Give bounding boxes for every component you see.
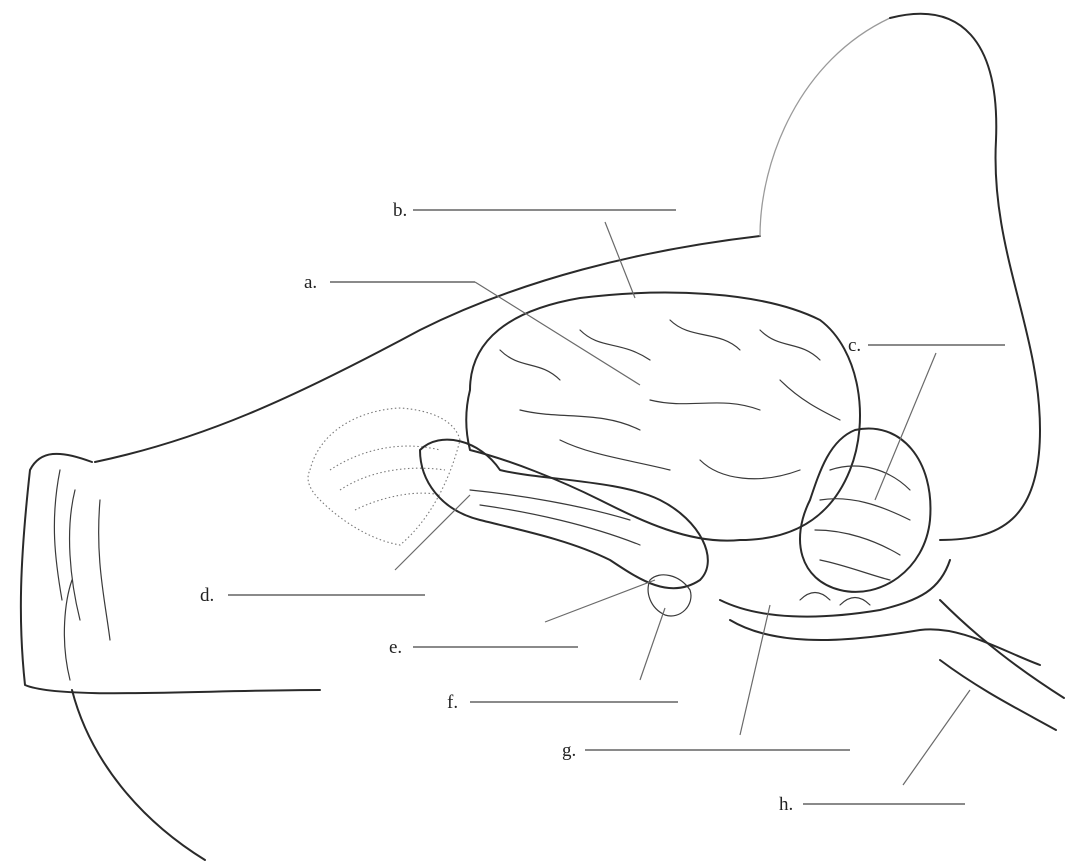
label-d: d.	[200, 585, 214, 606]
leader-line-h	[903, 690, 970, 785]
leader-line-g	[740, 605, 770, 735]
leader-line-b	[605, 222, 635, 298]
label-c: c.	[848, 335, 861, 356]
leader-lines	[395, 222, 970, 785]
leader-line-f	[640, 608, 665, 680]
label-g: g.	[562, 740, 576, 761]
label-h: h.	[779, 794, 793, 815]
olfactory-bulb-region	[308, 408, 460, 545]
label-e: e.	[389, 637, 402, 658]
leader-line-e	[545, 580, 655, 622]
label-f: f.	[447, 692, 458, 713]
head-outline	[21, 14, 1064, 860]
label-b: b.	[393, 200, 407, 221]
cerebellum	[800, 428, 930, 591]
labels: b. a. c. d. e. f. g. h.	[200, 200, 861, 815]
cerebrum	[466, 293, 860, 541]
label-a: a.	[304, 272, 317, 293]
brainstem	[420, 440, 1040, 665]
pituitary-region	[648, 575, 691, 616]
leader-line-a	[475, 282, 640, 385]
